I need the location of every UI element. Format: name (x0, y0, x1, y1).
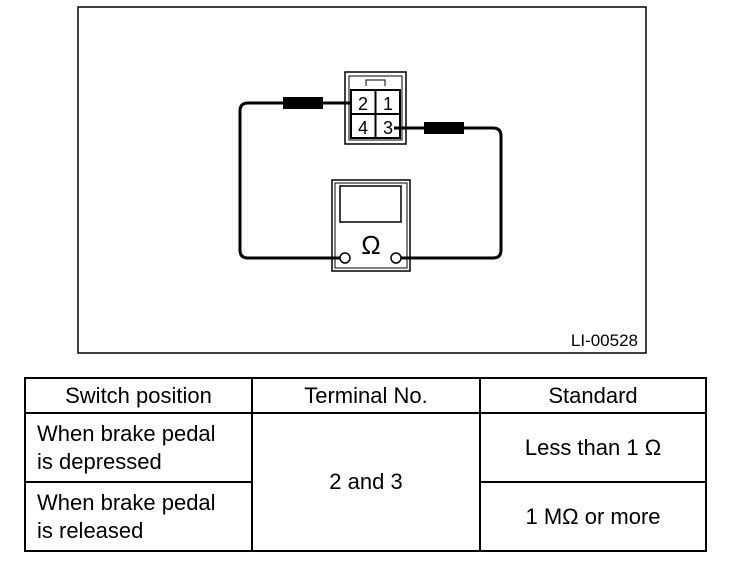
probe-handle-left (283, 97, 323, 109)
ohmmeter-terminal-right (390, 252, 402, 264)
table-row: When brake pedal is released 1 MΩ or mor… (24, 481, 707, 552)
ohm-symbol-icon: Ω (361, 230, 380, 260)
header-terminal-no: Terminal No. (251, 377, 481, 414)
figure-code: LI-00528 (571, 331, 638, 350)
position-line: When brake pedal (37, 489, 216, 515)
header-switch-position: Switch position (24, 377, 253, 414)
switch-position-depressed: When brake pedal is depressed (24, 412, 253, 483)
connector-pin-1: 1 (383, 94, 393, 114)
position-line: is depressed (37, 448, 162, 474)
header-standard: Standard (479, 377, 707, 414)
ohmmeter (331, 179, 411, 272)
table-row: When brake pedal is depressed 2 and 3 Le… (24, 412, 707, 552)
test-leads (238, 101, 503, 260)
connector-pin-2: 2 (358, 94, 368, 114)
connector-pin-4: 4 (358, 118, 368, 138)
switch-connector (344, 71, 407, 145)
ohmmeter-display (339, 185, 402, 223)
connector-pin-3: 3 (383, 118, 393, 138)
circuit-diagram: 2 1 4 3 Ω LI-00528 (77, 6, 647, 354)
inspection-table: Switch position Terminal No. Standard Wh… (24, 377, 707, 552)
probe-handle-right (424, 122, 464, 134)
switch-position-released: When brake pedal is released (24, 481, 253, 552)
table-header-row: Switch position Terminal No. Standard (24, 377, 707, 414)
ohmmeter-terminal-left (339, 252, 351, 264)
figure-frame (77, 6, 647, 354)
position-line: is released (37, 517, 144, 543)
standard-released: 1 MΩ or more (479, 481, 707, 552)
terminal-no-value: 2 and 3 (251, 412, 481, 552)
position-line: When brake pedal (37, 420, 216, 446)
standard-depressed: Less than 1 Ω (479, 412, 707, 483)
